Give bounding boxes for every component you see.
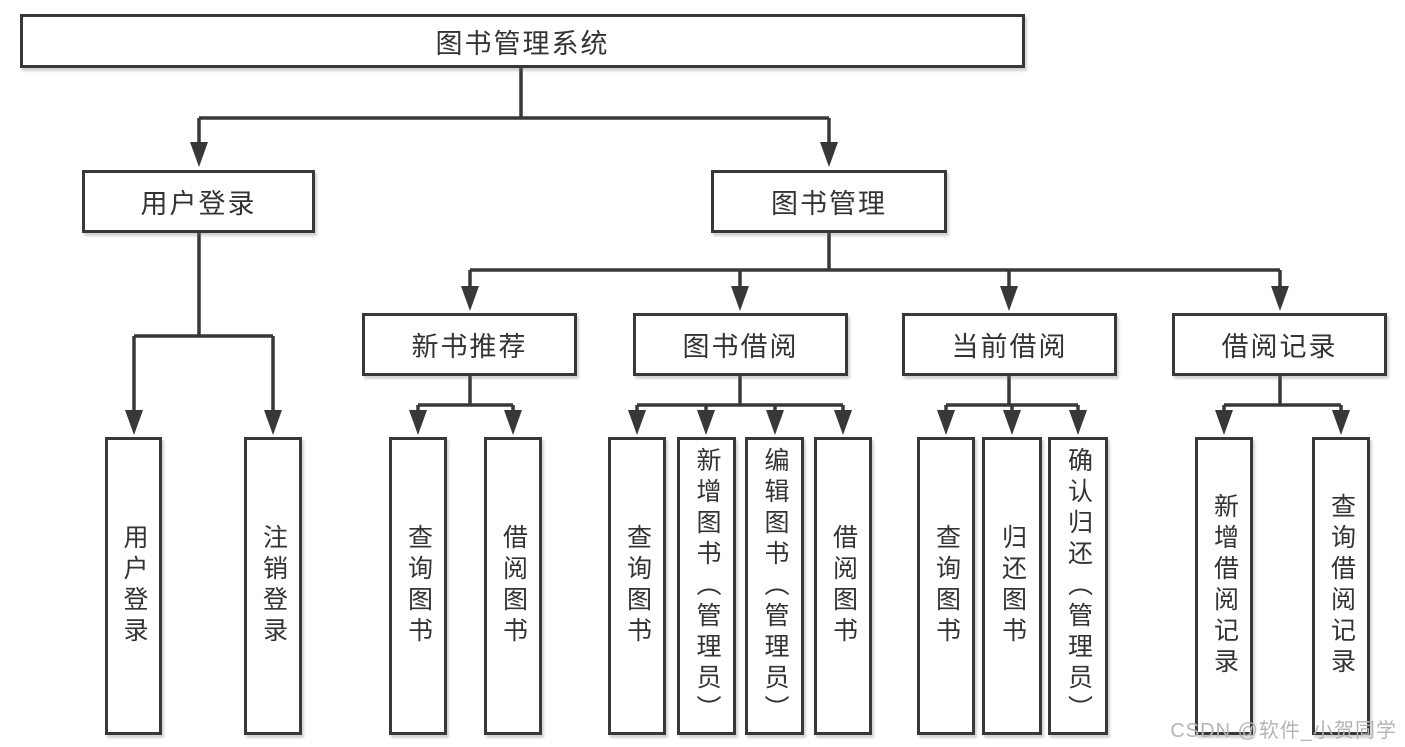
leaf-borrow-books-recommend: 借阅图书 <box>484 437 542 735</box>
leaf-logout: 注销登录 <box>244 437 302 735</box>
node-book-borrow: 图书借阅 <box>633 313 848 376</box>
node-borrow-records: 借阅记录 <box>1172 313 1387 376</box>
leaf-borrow-books-recommend-label: 借阅图书 <box>499 524 528 648</box>
leaf-confirm-return-admin-label: 确认归还（管理员） <box>1064 446 1093 726</box>
node-current-borrow-label: 当前借阅 <box>951 332 1068 362</box>
leaf-confirm-return-admin: 确认归还（管理员） <box>1048 437 1108 735</box>
node-new-book-recommend: 新书推荐 <box>362 313 577 376</box>
node-book-management-label: 图书管理 <box>771 189 887 219</box>
node-root-label: 图书管理系统 <box>435 28 610 59</box>
leaf-user-login-label: 用户登录 <box>120 524 148 648</box>
leaf-edit-book-admin-label: 编辑图书（管理员） <box>761 446 789 726</box>
leaf-add-borrow-record: 新增借阅记录 <box>1195 437 1253 735</box>
leaf-borrow-books: 借阅图书 <box>814 437 872 735</box>
node-borrow-records-label: 借阅记录 <box>1221 332 1338 362</box>
node-user-login: 用户登录 <box>82 170 315 233</box>
node-user-login-label: 用户登录 <box>140 189 257 219</box>
node-current-borrow: 当前借阅 <box>902 313 1117 376</box>
csdn-watermark: CSDN @软件_小贺同学 <box>1170 720 1397 742</box>
connector-trunks <box>132 67 1343 415</box>
leaf-query-borrow-record: 查询借阅记录 <box>1312 437 1370 735</box>
leaf-add-book-admin-label: 新增图书（管理员） <box>693 446 721 726</box>
leaf-query-borrow-record-label: 查询借阅记录 <box>1327 493 1356 679</box>
leaf-logout-label: 注销登录 <box>259 524 288 648</box>
leaf-add-book-admin: 新增图书（管理员） <box>677 437 736 735</box>
leaf-borrow-books-label: 借阅图书 <box>829 524 858 648</box>
leaf-return-book: 归还图书 <box>982 437 1042 735</box>
node-root: 图书管理系统 <box>20 14 1025 68</box>
node-new-book-recommend-label: 新书推荐 <box>411 332 528 362</box>
arrowheads <box>125 142 1350 435</box>
leaf-query-books-recommend: 查询图书 <box>389 437 447 735</box>
node-book-management: 图书管理 <box>711 170 947 233</box>
leaf-return-book-label: 归还图书 <box>998 524 1027 648</box>
leaf-edit-book-admin: 编辑图书（管理员） <box>745 437 804 735</box>
node-book-borrow-label: 图书借阅 <box>682 332 799 362</box>
leaf-user-login: 用户登录 <box>105 437 162 735</box>
leaf-query-books-current: 查询图书 <box>917 437 975 735</box>
leaf-query-books-current-label: 查询图书 <box>932 524 961 648</box>
leaf-query-books-borrow: 查询图书 <box>608 437 666 735</box>
leaf-add-borrow-record-label: 新增借阅记录 <box>1210 493 1239 679</box>
leaf-query-books-recommend-label: 查询图书 <box>404 524 433 648</box>
leaf-query-books-borrow-label: 查询图书 <box>623 524 652 648</box>
